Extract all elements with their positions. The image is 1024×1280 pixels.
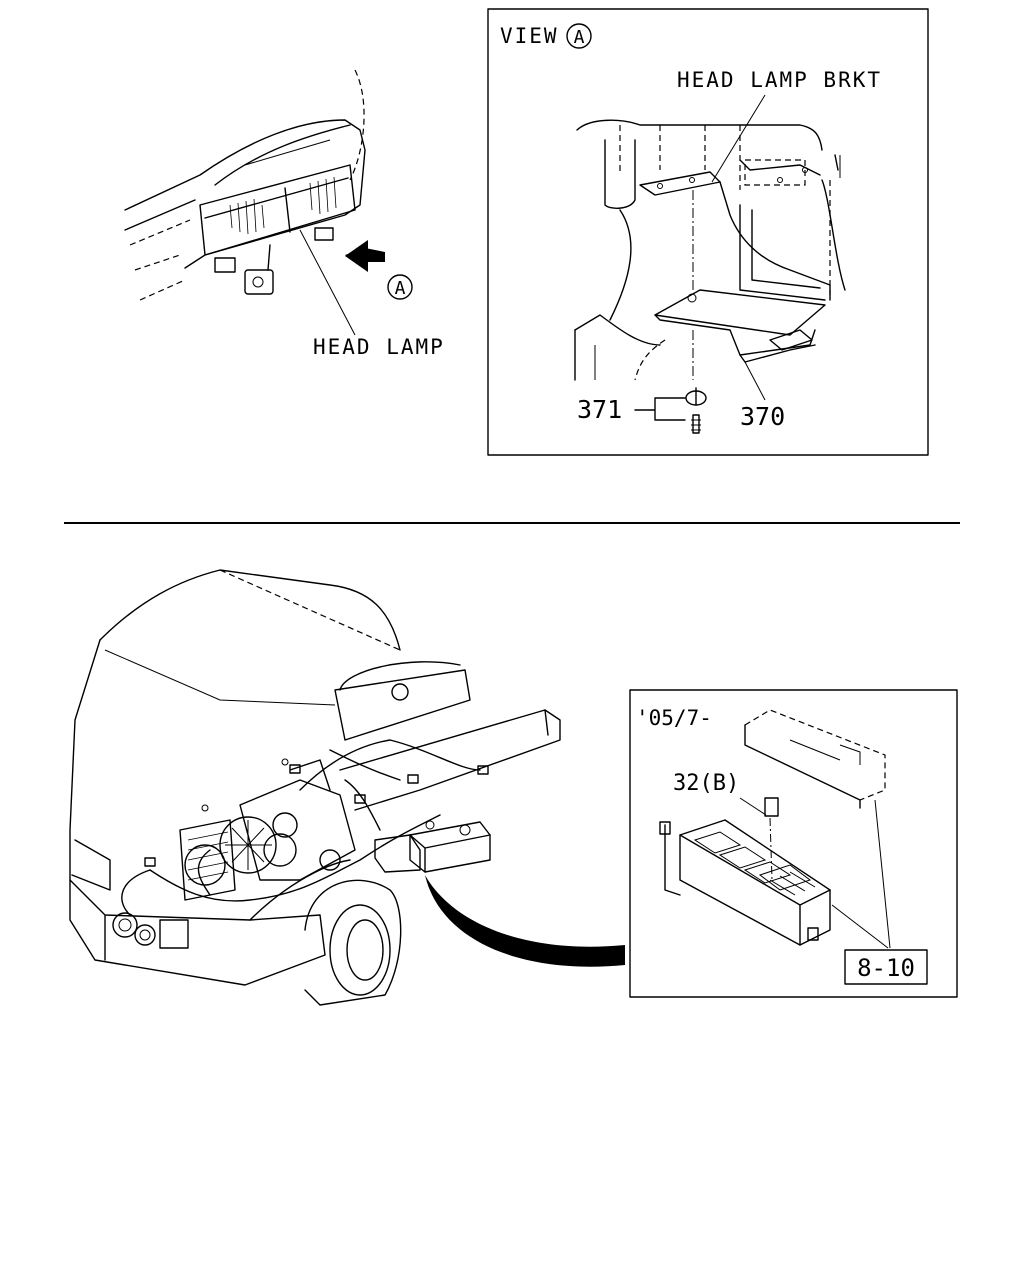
truck-engine-bay-drawing — [69, 569, 625, 1006]
head-lamp-brkt-label: HEAD LAMP BRKT — [677, 68, 882, 92]
view-a-marker: A — [395, 278, 406, 299]
view-a-title-marker: A — [574, 27, 585, 48]
ref-8-10-label: 8-10 — [857, 954, 915, 982]
fuse-box-panel-frame — [629, 689, 958, 998]
head-lamp-label: HEAD LAMP — [313, 335, 445, 359]
part-370-label: 370 — [740, 402, 785, 431]
date-label: '05/7- — [636, 706, 712, 730]
view-a-title-circle — [566, 23, 592, 49]
part-32b-label: 32(B) — [673, 771, 739, 796]
view-a-title: VIEW — [500, 24, 559, 48]
head-lamp-cab-drawing — [124, 69, 413, 336]
view-a-drawing — [574, 94, 846, 434]
view-a-panel-frame — [487, 8, 929, 456]
part-371-label: 371 — [577, 395, 622, 424]
fuse-box-drawing — [659, 709, 928, 985]
